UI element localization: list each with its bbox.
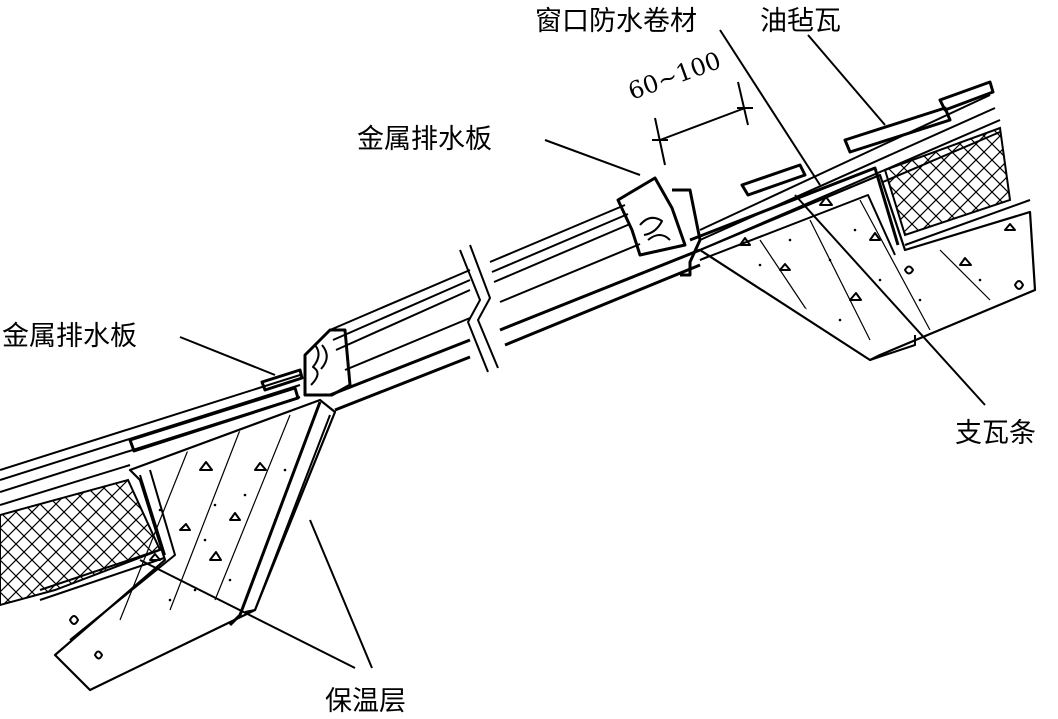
dimension-mark: 60~100 [624, 46, 753, 166]
right-roof-layers [699, 80, 1031, 261]
label-insulation-layer: 保温层 [325, 686, 406, 717]
break-line [469, 244, 499, 369]
label-tile-batten: 支瓦条 [955, 418, 1036, 449]
skylight-frame [303, 176, 702, 412]
label-window-membrane: 窗口防水卷材 [535, 6, 697, 37]
left-concrete-block [53, 398, 337, 692]
right-crosshatch-insulation [883, 126, 1012, 237]
right-concrete-texture [739, 196, 1016, 341]
leader-lines [139, 29, 986, 669]
right-concrete-block [689, 166, 1037, 362]
label-metal-drain-plate-lower: 金属排水板 [2, 321, 137, 352]
label-asphalt-shingle: 油毡瓦 [760, 6, 841, 37]
dimension-text: 60~100 [624, 46, 724, 105]
left-roof-layers [0, 368, 304, 607]
left-concrete-texture [119, 414, 291, 621]
label-metal-drain-plate-upper: 金属排水板 [357, 124, 492, 155]
left-crosshatch-insulation [0, 478, 162, 607]
